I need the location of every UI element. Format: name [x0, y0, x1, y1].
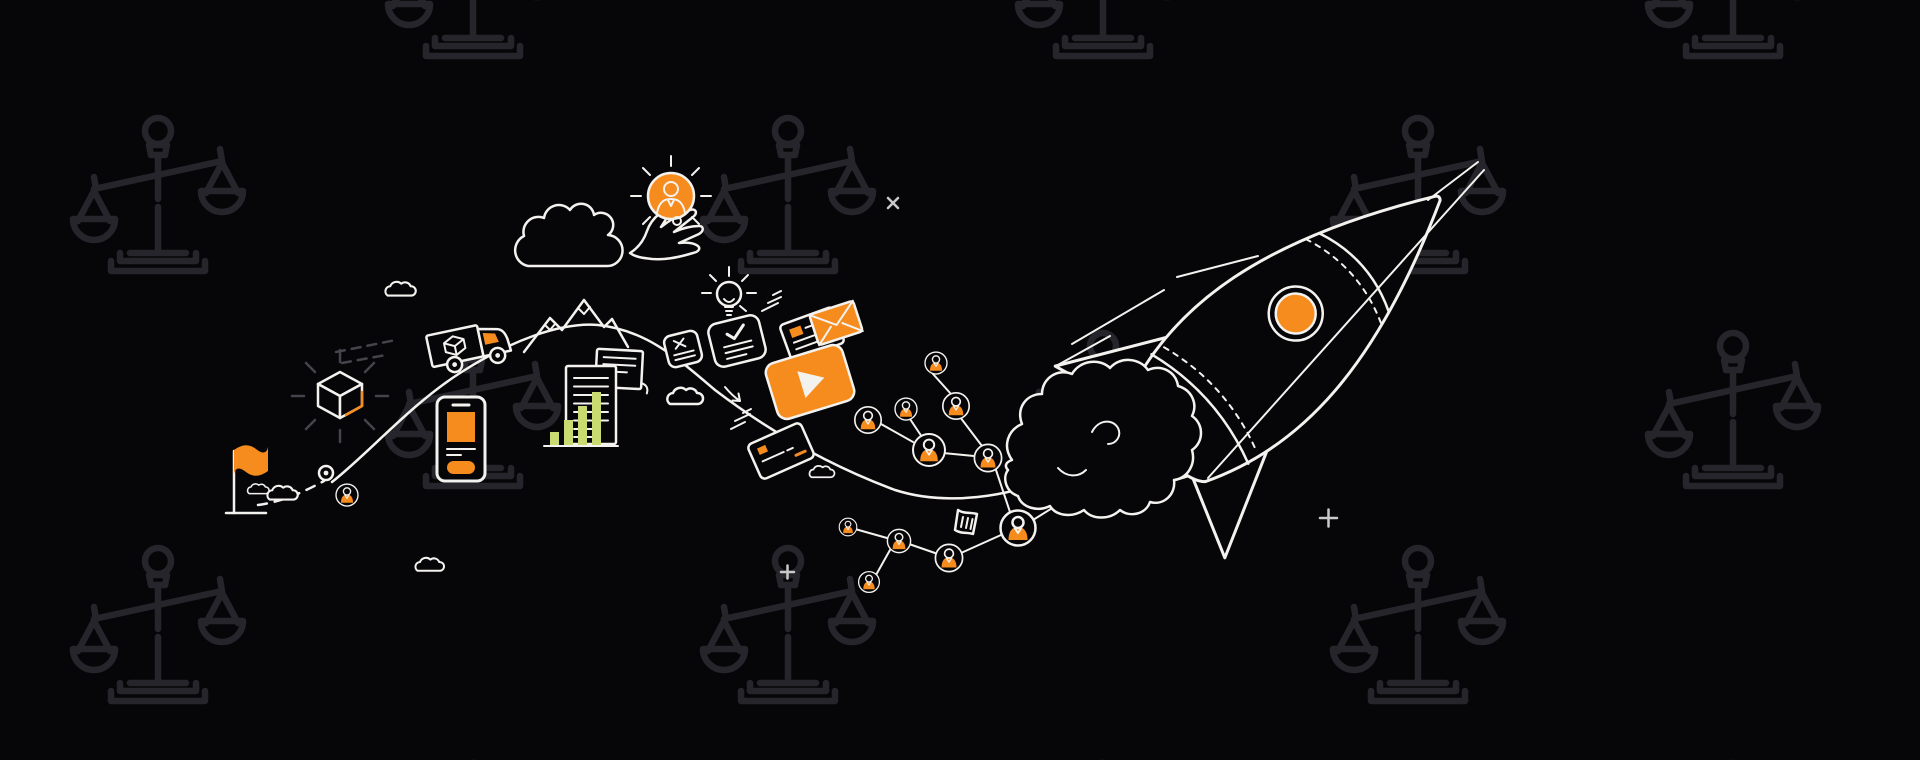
- big-cloud: [513, 202, 624, 268]
- start-flag-icon: [232, 445, 268, 515]
- phone-screen-button: [447, 461, 475, 474]
- smoke-cloud-icon: [1004, 358, 1203, 519]
- person-node-icon: [886, 528, 912, 554]
- checklist-card-icon: [707, 314, 767, 368]
- envelope-icon: [808, 299, 864, 347]
- mountains-icon: [522, 298, 630, 354]
- package-cube-icon: [290, 348, 390, 444]
- cloud-hand-user-icon: [513, 155, 712, 268]
- sparkle-cross-icon: [886, 196, 900, 210]
- rocket-porthole: [1274, 292, 1317, 335]
- sparkle-plus-icon: [779, 564, 796, 580]
- credit-card-speed-lines: [730, 408, 752, 430]
- truck-windshield: [482, 333, 499, 345]
- person-node-icon: [973, 443, 1003, 473]
- person-node-icon: [941, 391, 971, 421]
- person-node-icon: [335, 483, 359, 507]
- person-node-icon: [911, 432, 947, 468]
- delivery-truck-icon: [334, 324, 513, 374]
- phone-screen-image: [447, 412, 475, 442]
- bulb-rays: [701, 266, 757, 312]
- person-node-icon: [894, 397, 918, 421]
- truck-speed-lines: [334, 338, 398, 365]
- play-icon: [797, 371, 825, 399]
- person-node-icon: [857, 570, 881, 594]
- rocket-rear-seam: [1150, 353, 1250, 465]
- growth-bars-icon: [543, 392, 619, 447]
- rejected-card-icon: [662, 329, 704, 369]
- credit-card-icon: [730, 408, 815, 480]
- people-network-links: [854, 373, 1079, 576]
- person-node-icon: [838, 517, 858, 537]
- rocket-nose-seam: [1318, 232, 1390, 313]
- truck-cargo-cube: [442, 335, 467, 356]
- cube-orange-edge: [344, 390, 364, 417]
- card-chip: [756, 444, 769, 455]
- video-player-icon: [764, 343, 856, 421]
- person-node-icon: [924, 351, 948, 375]
- sparkle-plus-icon: [1318, 508, 1339, 528]
- person-node-icon: [853, 405, 883, 435]
- people-network-icon: [838, 351, 1037, 594]
- card-orange-dash: [794, 449, 807, 457]
- down-arrow-icon: [724, 386, 741, 402]
- badge-rays: [630, 155, 712, 225]
- smartphone-icon: [435, 395, 487, 483]
- id-card-speed-lines: [761, 290, 782, 312]
- cube-rays: [290, 348, 390, 444]
- pennant-icon: [953, 508, 979, 536]
- rocket-speed-lines: [1055, 161, 1485, 479]
- person-node-icon: [934, 543, 964, 573]
- person-node-large: [999, 509, 1037, 547]
- target-dot-icon: [317, 464, 335, 482]
- idea-bulb-icon: [701, 266, 757, 316]
- id-card-photo: [789, 325, 804, 339]
